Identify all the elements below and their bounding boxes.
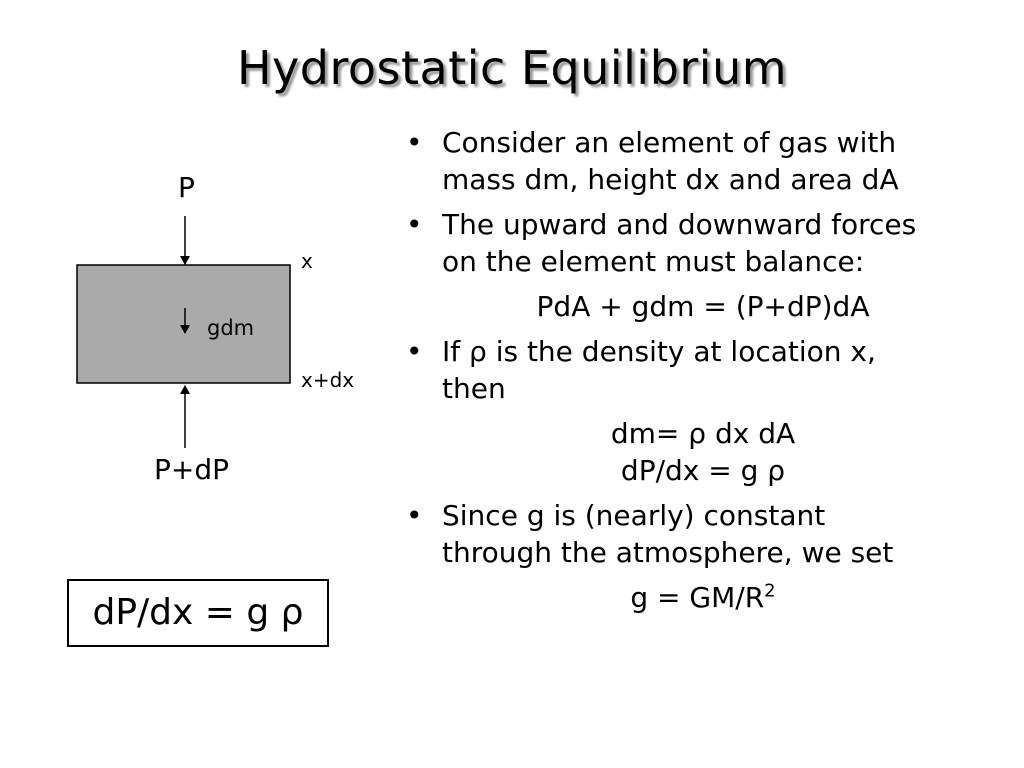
bullet-dot: •	[406, 499, 423, 532]
gas-element-box	[76, 264, 291, 384]
gravity-equation-exponent: 2	[764, 580, 776, 602]
bullet-dot: •	[406, 335, 423, 368]
gravity-equation: g = GM/R2	[400, 579, 964, 616]
bullet-item: • The upward and downward forces on the …	[400, 206, 1000, 280]
gradient-equation: dP/dx = g ρ	[620, 454, 786, 487]
slide-title: Hydrostatic Equilibrium	[236, 41, 788, 95]
gravity-equation-base: g = GM/R	[630, 581, 765, 614]
bullet-item: • Consider an element of gas with mass d…	[400, 124, 1000, 198]
position-x-dx-label: x+dx	[301, 368, 355, 392]
bullet-item: • Since g is (nearly) constant through t…	[400, 497, 1000, 571]
force-balance-equation: PdA + gdm = (P+dP)dA	[536, 290, 870, 323]
bullet-list: • Consider an element of gas with mass d…	[400, 124, 1000, 624]
mass-equation: dm= ρ dx dA	[610, 417, 796, 450]
pressure-top-label: P	[178, 171, 195, 204]
diagram-graphic	[76, 216, 291, 448]
bullet-text: Since g is (nearly) constant through the…	[442, 499, 894, 569]
position-x-label: x	[301, 249, 313, 273]
bullet-text: If ρ is the density at location x, then	[442, 335, 876, 405]
pressure-bottom-label: P+dP	[154, 453, 230, 486]
bullet-dot: •	[406, 208, 423, 241]
gas-element-diagram: P x gdm x+dx P+dP	[0, 150, 380, 510]
gravity-force-label: gdm	[207, 316, 255, 340]
result-equation-box: dP/dx = g ρ	[67, 579, 329, 647]
bullet-item: • If ρ is the density at location x, the…	[400, 333, 1000, 407]
bullet-dot: •	[406, 126, 423, 159]
bullet-text: Consider an element of gas with mass dm,…	[442, 126, 899, 196]
bullet-text: The upward and downward forces on the el…	[442, 208, 917, 278]
